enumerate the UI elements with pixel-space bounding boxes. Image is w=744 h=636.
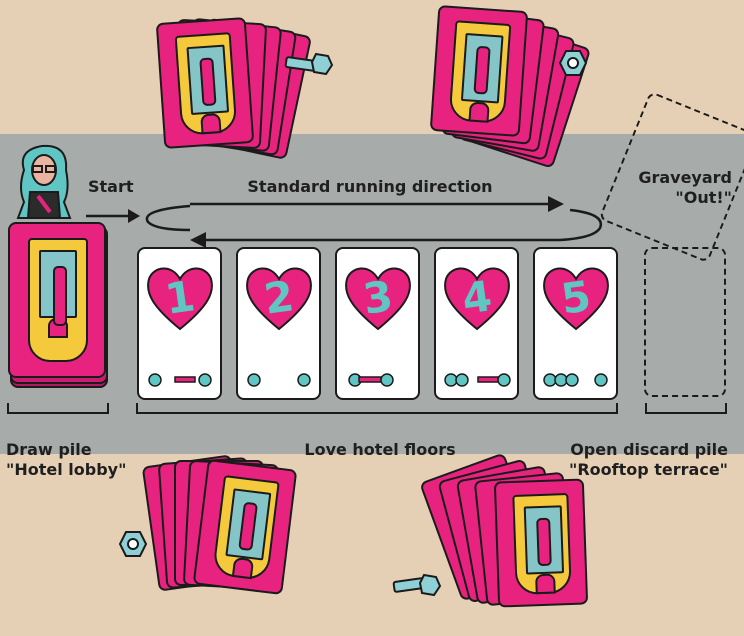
player-hand-bottom-right[interactable] [419, 452, 600, 626]
player-hand-top-left[interactable] [150, 17, 313, 168]
card-back[interactable] [429, 5, 529, 137]
heart-icon [246, 267, 312, 331]
card-back[interactable] [155, 17, 255, 149]
draw-pile-title: Draw pile [6, 440, 92, 459]
discard-pile-label: Open discard pile "Rooftop terrace" [528, 440, 728, 480]
player-token[interactable] [14, 140, 74, 222]
discard-pile-subtitle: "Rooftop terrace" [568, 460, 728, 479]
graveyard-label: Graveyard "Out!" [620, 168, 732, 208]
monster-icons [348, 373, 394, 387]
floors-label: Love hotel floors [304, 440, 456, 459]
heart-icon [543, 267, 609, 331]
player-hand-top-right[interactable] [420, 4, 592, 169]
card-back[interactable] [192, 458, 298, 596]
draw-pile-label: Draw pile "Hotel lobby" [6, 440, 126, 480]
floor-card-1[interactable]: 1 [137, 247, 222, 400]
zone-brackets [7, 403, 727, 414]
direction-arrow [145, 196, 603, 248]
discard-pile-slot[interactable] [644, 247, 726, 397]
bolt-piece[interactable] [392, 571, 442, 599]
nut-piece[interactable] [118, 529, 148, 559]
start-arrow [86, 209, 140, 223]
direction-label: Standard running direction [247, 177, 493, 196]
floor-card-5[interactable]: 5 [533, 247, 618, 400]
draw-pile[interactable] [8, 222, 112, 392]
graveyard-subtitle: "Out!" [675, 188, 732, 207]
graveyard-title: Graveyard [638, 168, 732, 187]
player-hand-bottom-left[interactable] [140, 454, 300, 624]
discard-pile-title: Open discard pile [570, 440, 728, 459]
monster-icons [444, 373, 511, 387]
bolt-piece[interactable] [284, 50, 334, 78]
heart-icon [147, 267, 213, 331]
monster-icons [148, 373, 212, 387]
draw-pile-top-card[interactable] [8, 222, 106, 378]
monster-icons [543, 373, 608, 387]
floor-card-3[interactable]: 3 [335, 247, 420, 400]
heart-icon [345, 267, 411, 331]
floor-card-4[interactable]: 4 [434, 247, 519, 400]
floor-card-2[interactable]: 2 [236, 247, 321, 400]
start-label: Start [88, 177, 134, 196]
heart-icon [444, 267, 510, 331]
nut-piece[interactable] [558, 48, 588, 78]
card-back[interactable] [493, 478, 589, 608]
monster-icons [247, 373, 311, 387]
draw-pile-subtitle: "Hotel lobby" [6, 460, 127, 479]
